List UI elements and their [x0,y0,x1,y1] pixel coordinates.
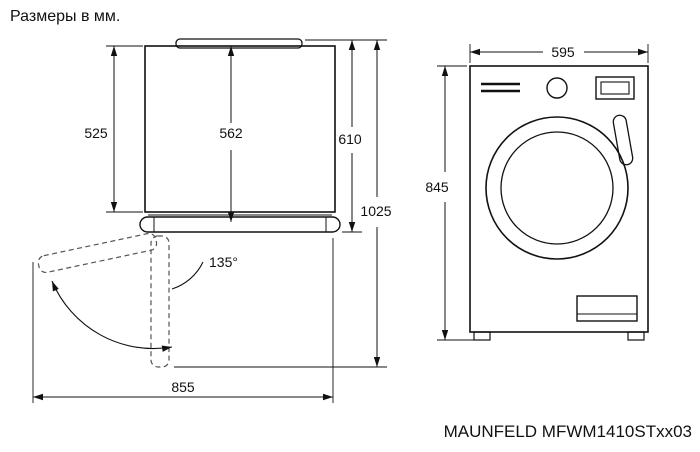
dim-label-inner-height: 562 [219,125,243,141]
door-angle-label: 135° [209,254,238,270]
front-dimension-lines [441,48,648,340]
top-lid-trim [175,38,303,49]
dim-label-height: 845 [425,179,449,195]
page-title: Размеры в мм. [10,8,120,25]
door-angle-arc [171,261,204,290]
dim-label-open-height: 1025 [360,203,391,219]
model-caption: MAUNFELD MFWM1410STxx03 [444,422,692,441]
program-knob [546,77,568,99]
open-door-outlines [37,232,170,368]
foot-right [627,331,645,341]
porthole-inner-circle [500,131,614,245]
side-extension-lines [32,39,387,403]
dim-label-open-depth: 855 [171,379,195,395]
door-handle [612,114,634,166]
front-dimension-labels: 595 845 [425,44,575,195]
dim-label-width: 595 [551,44,575,60]
display-inner [600,81,630,95]
display-outer [595,76,635,100]
dim-label-body-height: 525 [84,125,108,141]
foot-left [473,331,491,341]
machine-side-body [144,45,336,213]
door-open-tilted-outline [37,232,158,274]
machine-front-body [469,65,649,333]
side-view [139,38,341,233]
service-hatch [576,295,638,322]
porthole-outer-circle [485,116,629,260]
base-plinth [139,216,341,233]
dim-label-overall-height: 610 [338,131,362,147]
side-dimension-labels: 525 562 610 1025 855 [84,125,391,395]
front-view [469,65,649,341]
side-dimension-lines [33,40,381,401]
door-swing [51,261,204,352]
door-swing-arc [51,280,173,352]
